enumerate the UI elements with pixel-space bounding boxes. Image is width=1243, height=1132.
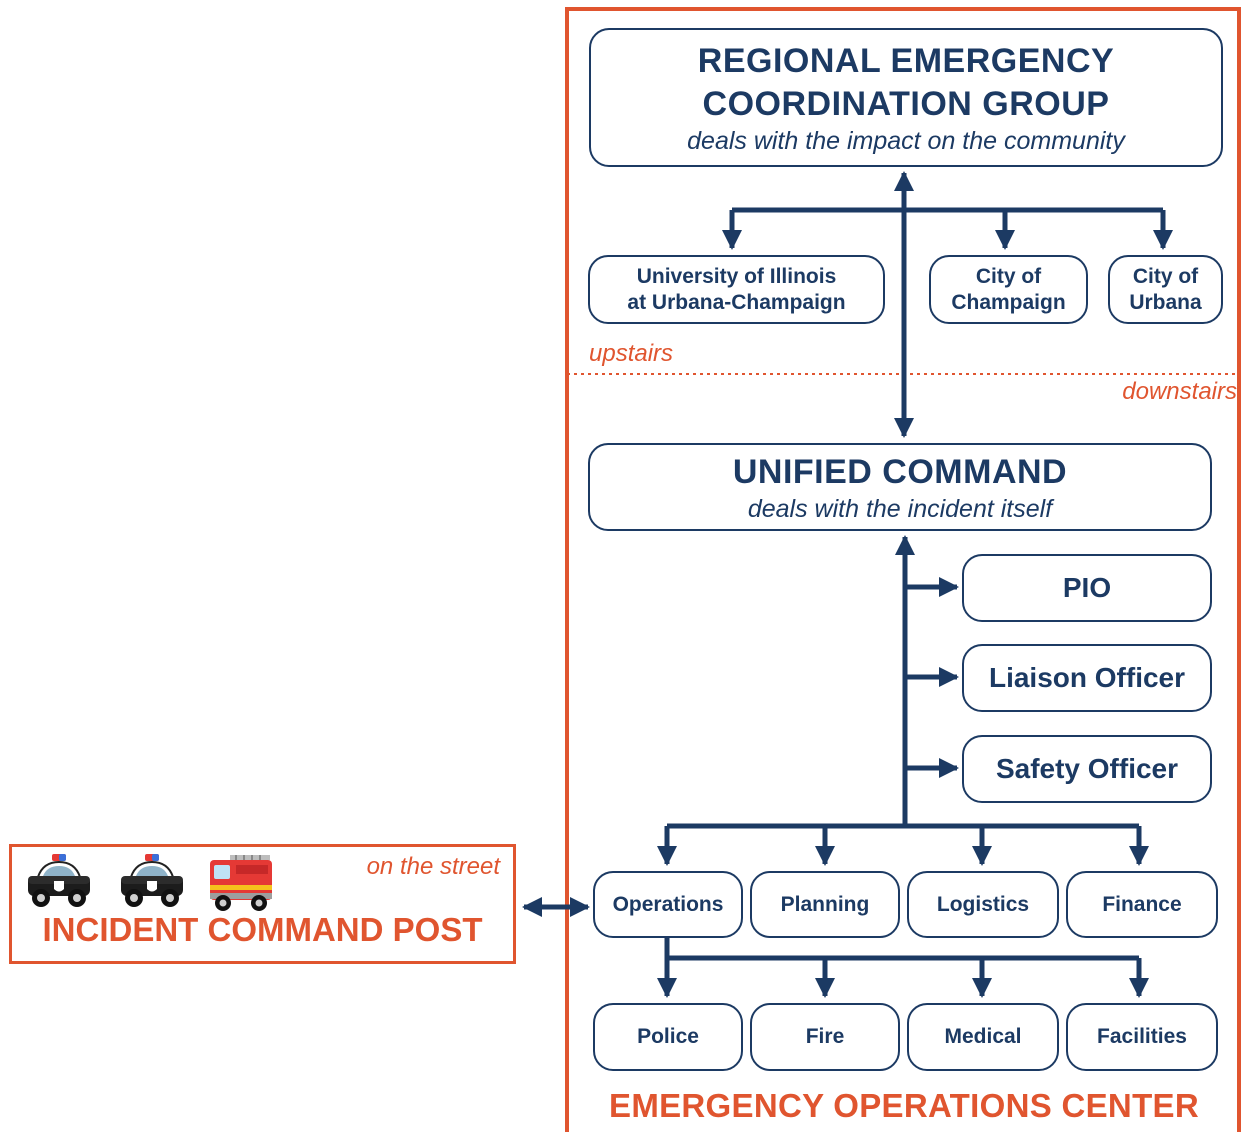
upstairs-label: upstairs [589, 340, 674, 367]
police-car-icon [121, 854, 183, 907]
eoc-frame [565, 7, 1241, 1132]
org-champaign-line2: Champaign [951, 290, 1066, 314]
police-box: Police [593, 1003, 743, 1071]
pio-box: PIO [962, 554, 1212, 622]
downstairs-label: downstairs [1122, 378, 1237, 405]
org-box-champaign: City of Champaign [929, 255, 1088, 324]
regional-coordination-group-box: REGIONAL EMERGENCY COORDINATION GROUP de… [589, 28, 1223, 167]
eoc-title: EMERGENCY OPERATIONS CENTER [609, 1087, 1199, 1124]
org-box-uiuc: University of Illinois at Urbana-Champai… [588, 255, 885, 324]
police-car-icon [28, 854, 90, 907]
regional-group-title-line2: COORDINATION GROUP [702, 84, 1110, 123]
logistics-box: Logistics [907, 871, 1059, 938]
safety-officer-box: Safety Officer [962, 735, 1212, 803]
unified-command-title: UNIFIED COMMAND [732, 452, 1068, 491]
org-uiuc-line2: at Urbana-Champaign [627, 290, 846, 314]
icp-title: INCIDENT COMMAND POST [42, 911, 483, 948]
planning-box: Planning [750, 871, 900, 938]
icp-location-label: on the street [366, 853, 500, 880]
fire-engine-icon [210, 855, 272, 911]
regional-group-title-line1: REGIONAL EMERGENCY [697, 41, 1115, 80]
finance-box: Finance [1066, 871, 1218, 938]
org-urbana-line1: City of [1132, 264, 1199, 288]
unified-command-box: UNIFIED COMMAND deals with the incident … [588, 443, 1212, 531]
org-urbana-line2: Urbana [1129, 290, 1202, 314]
org-champaign-line1: City of [975, 264, 1042, 288]
liaison-officer-box: Liaison Officer [962, 644, 1212, 712]
org-uiuc-line1: University of Illinois [636, 264, 837, 288]
medical-box: Medical [907, 1003, 1059, 1071]
org-box-urbana: City of Urbana [1108, 255, 1223, 324]
facilities-box: Facilities [1066, 1003, 1218, 1071]
operations-box: Operations [593, 871, 743, 938]
incident-command-post-box: on the street INCIDENT COMMAND POST [9, 844, 516, 964]
regional-group-title: REGIONAL EMERGENCY COORDINATION GROUP [698, 40, 1114, 126]
fire-box: Fire [750, 1003, 900, 1071]
regional-group-subtitle: deals with the impact on the community [687, 126, 1125, 155]
unified-command-subtitle: deals with the incident itself [747, 494, 1053, 523]
